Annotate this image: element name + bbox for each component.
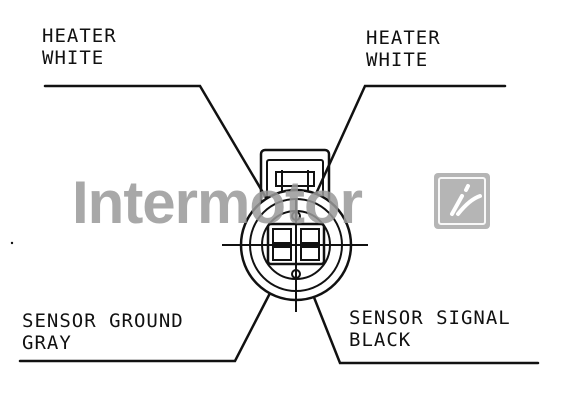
label-bottom-left-line1: SENSOR GROUND: [22, 310, 184, 332]
pin-4: [300, 246, 320, 261]
label-top-right-line2: WHITE: [366, 49, 429, 71]
label-top-left-line2: WHITE: [42, 47, 105, 69]
leader-line-top-left: [43, 84, 280, 220]
label-bottom-right-line2: BLACK: [349, 329, 412, 351]
label-bottom-right-line1: SENSOR SIGNAL: [349, 307, 511, 329]
watermark-text: Intermotor: [72, 169, 363, 236]
label-bottom-right: SENSOR SIGNAL BLACK: [349, 307, 511, 351]
label-bottom-left-line2: GRAY: [22, 332, 72, 354]
label-top-left: HEATER WHITE: [42, 25, 117, 69]
label-bottom-left: SENSOR GROUND GRAY: [22, 310, 184, 354]
pin-2: [300, 228, 320, 244]
stray-dot: [10, 241, 14, 245]
pin-1: [272, 228, 292, 244]
intermotor-i-logo-icon: [434, 173, 490, 229]
label-top-left-line1: HEATER: [42, 25, 117, 47]
leader-line-top-right: [303, 84, 507, 220]
label-top-right: HEATER WHITE: [366, 27, 441, 71]
label-top-right-line1: HEATER: [366, 27, 441, 49]
connector: [222, 148, 368, 312]
pin-3: [272, 246, 292, 261]
latch-tab: [275, 171, 315, 187]
leader-line-bottom-left: [18, 262, 287, 363]
